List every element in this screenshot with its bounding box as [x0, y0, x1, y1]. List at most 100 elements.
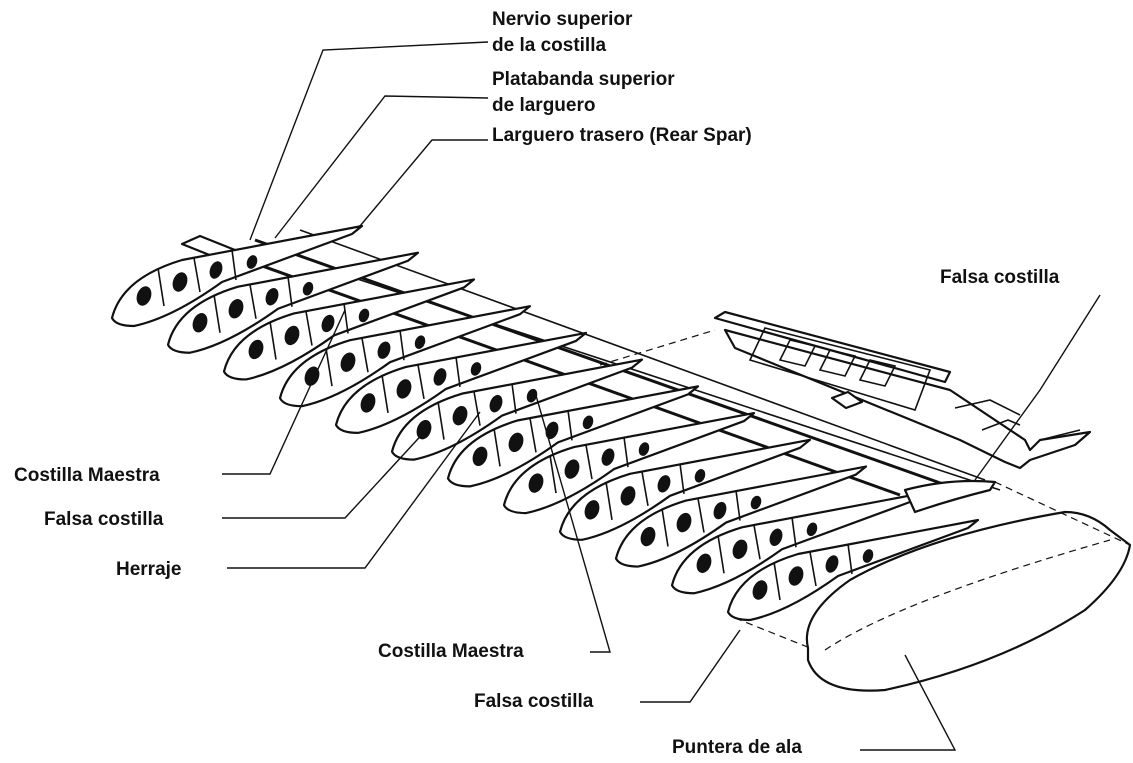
rib: [502, 411, 756, 515]
lightening-hole: [676, 512, 692, 533]
label-nervio-superior-line1: Nervio superior: [492, 9, 633, 30]
lightening-hole: [358, 308, 370, 323]
lightening-hole: [416, 419, 432, 440]
lightening-hole: [396, 379, 412, 399]
rib: [110, 224, 364, 328]
lightening-hole: [470, 362, 482, 376]
label-costilla-maestra-bottom: Costilla Maestra: [378, 641, 524, 662]
rib-web-line: [287, 276, 293, 307]
rib-web-line: [753, 525, 761, 560]
rib: [670, 492, 924, 595]
wing-tip: [805, 510, 1132, 692]
lightening-hole: [582, 415, 594, 430]
lightening-hole: [265, 288, 279, 306]
rib: [278, 305, 532, 408]
rib-web-line: [697, 498, 705, 533]
rib-web-line: [231, 249, 237, 281]
label-platabanda-line1: Platabanda superior: [492, 69, 675, 90]
lightening-hole: [304, 366, 320, 386]
rib-web-line: [473, 391, 481, 426]
rib-web-line: [623, 436, 629, 468]
label-larguero-trasero: Larguero trasero (Rear Spar): [492, 125, 752, 146]
rib-web-line: [585, 444, 593, 480]
rib: [166, 251, 420, 354]
lightening-hole: [472, 446, 488, 467]
lightening-hole: [620, 486, 636, 506]
lightening-hole: [752, 580, 768, 600]
label-costilla-maestra-left: Costilla Maestra: [14, 465, 160, 486]
rib: [222, 278, 476, 381]
lightening-hole: [825, 555, 839, 573]
rib-web-line: [437, 401, 445, 440]
leader-lines: [222, 41, 1101, 751]
rib-web-line: [511, 383, 517, 414]
aileron-frame: [713, 310, 1092, 470]
lightening-hole: [360, 393, 376, 413]
rib-web-line: [735, 490, 741, 521]
label-nervio-superior-line2: de la costilla: [492, 35, 607, 56]
tip-false-rib: [903, 479, 997, 514]
rib-web-line: [605, 481, 613, 520]
rib-web-line: [717, 535, 725, 574]
lightening-hole: [528, 473, 544, 493]
rib: [614, 465, 868, 568]
rib-web-line: [455, 356, 461, 388]
rib-web-line: [493, 428, 501, 467]
rib-web-line: [269, 321, 277, 360]
rib-web-line: [381, 374, 389, 414]
lightening-hole: [750, 495, 762, 510]
label-herraje: Herraje: [116, 559, 182, 580]
lightening-hole: [657, 475, 671, 493]
rib: [558, 438, 812, 541]
rib-web-line: [343, 303, 349, 334]
lightening-hole: [564, 459, 580, 479]
rib-web-line: [305, 311, 313, 346]
lightening-hole: [321, 314, 335, 333]
lightening-hole: [172, 272, 188, 292]
rib: [446, 385, 700, 488]
rib-web-line: [809, 551, 817, 587]
lightening-hole: [696, 553, 712, 573]
lightening-hole: [302, 281, 314, 296]
lightening-hole: [545, 421, 559, 440]
lightening-hole: [489, 394, 503, 413]
lightening-hole: [228, 299, 244, 319]
lightening-hole: [694, 469, 706, 483]
rib-web-line: [249, 284, 257, 319]
rib-web-line: [399, 330, 405, 361]
rib-web-line: [193, 257, 201, 293]
rib: [390, 358, 644, 461]
rib-web-line: [791, 517, 797, 548]
label-falsa-costilla-bottom: Falsa costilla: [474, 691, 594, 712]
lightening-hole: [209, 261, 223, 279]
lightening-hole: [433, 368, 447, 386]
lightening-hole: [732, 539, 748, 559]
lightening-hole: [769, 528, 783, 546]
rib-web-line: [773, 561, 781, 601]
rib-web-line: [679, 463, 685, 494]
rib-web-line: [529, 418, 537, 453]
construction-lines: [599, 329, 1131, 649]
rib-web-line: [417, 364, 425, 400]
rib-web-line: [157, 267, 165, 307]
label-falsa-costilla-right: Falsa costilla: [940, 267, 1060, 288]
rib-web-line: [567, 410, 573, 441]
lightening-hole: [862, 549, 874, 563]
rib-web-line: [325, 348, 333, 387]
lightening-hole: [638, 442, 650, 456]
wing-ribs: [110, 224, 980, 622]
label-puntera-de-ala: Puntera de ala: [672, 737, 802, 758]
label-falsa-costilla-left: Falsa costilla: [44, 509, 164, 530]
lightening-hole: [806, 522, 818, 537]
lightening-hole: [246, 255, 258, 269]
lightening-hole: [788, 566, 804, 586]
rib-web-line: [361, 338, 369, 373]
lightening-hole: [601, 448, 615, 466]
rib-web-line: [549, 454, 557, 494]
lightening-hole: [284, 325, 300, 346]
lightening-hole: [713, 501, 727, 520]
rib-web-line: [213, 294, 221, 333]
lightening-hole: [584, 500, 600, 520]
rib-web-line: [661, 508, 669, 547]
lightening-hole: [640, 526, 656, 547]
